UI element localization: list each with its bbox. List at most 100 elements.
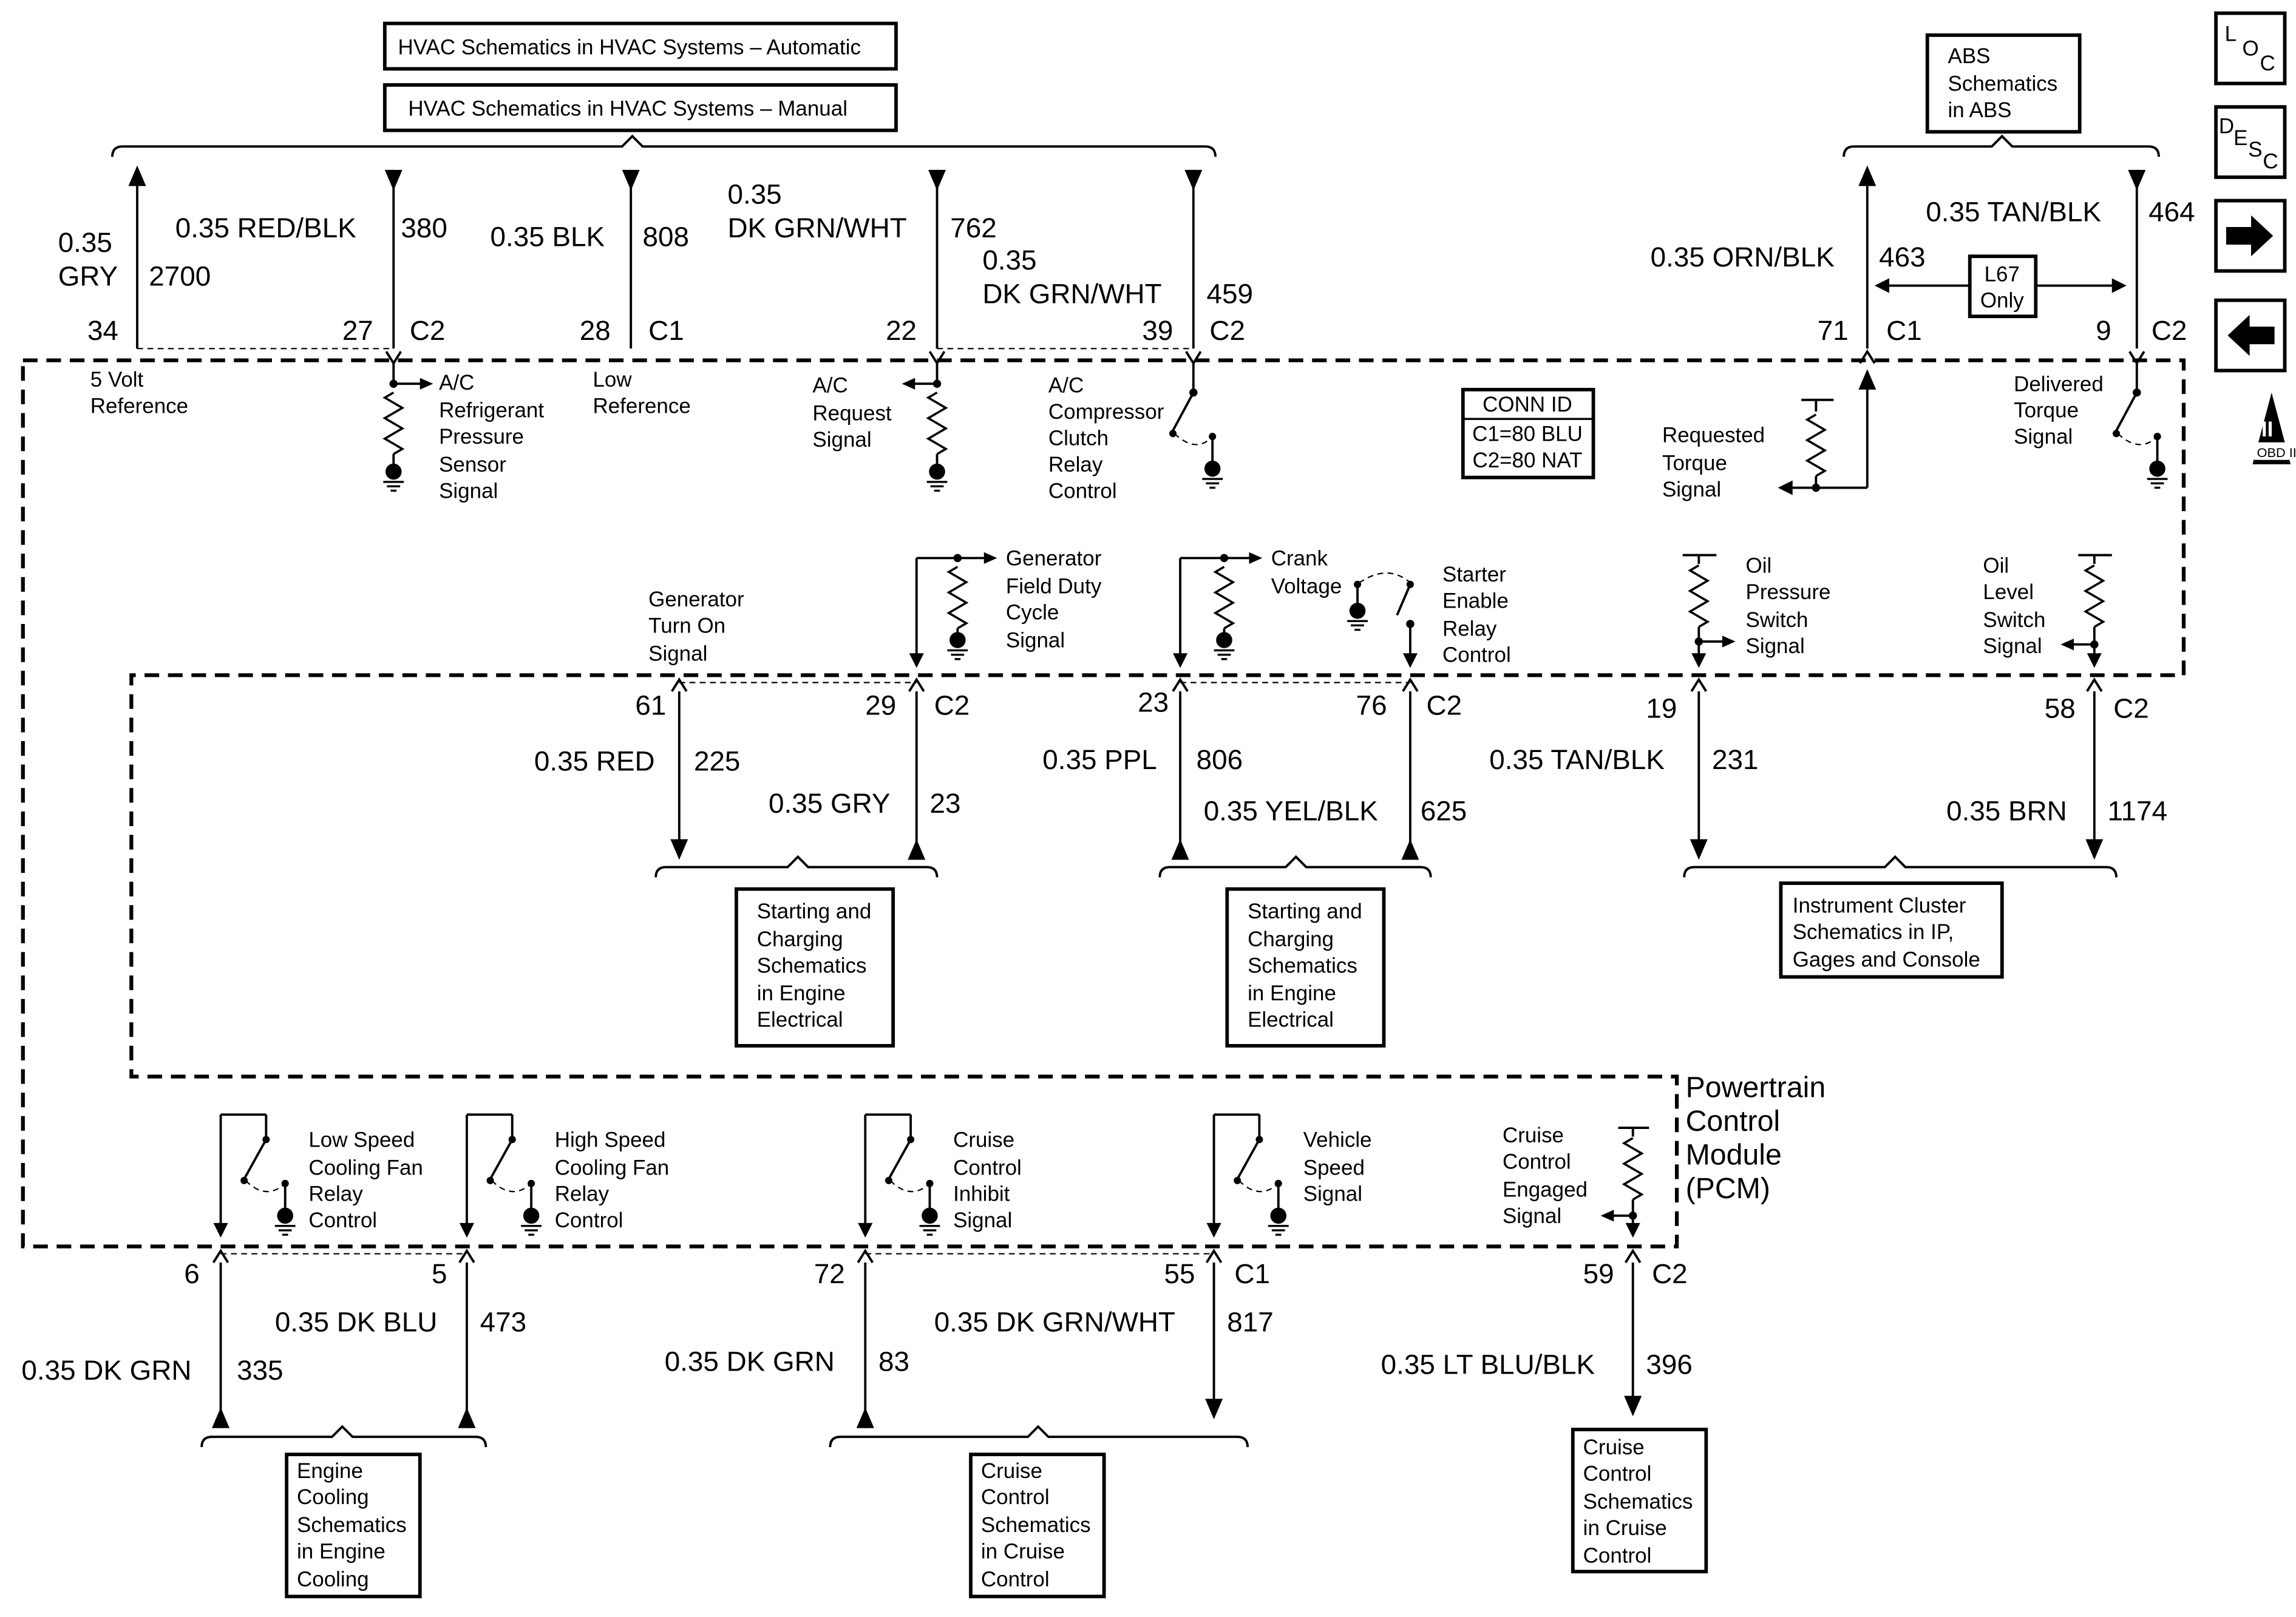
signal-label: Reference	[593, 394, 690, 418]
pin-number: 22	[886, 315, 917, 346]
loc-button[interactable]: L O C	[2214, 11, 2287, 86]
connector-id: C2	[410, 315, 446, 346]
connector-id: C2	[2113, 693, 2149, 724]
ref-line: in Engine	[297, 1539, 385, 1563]
signal-label: Low Speed	[308, 1128, 415, 1151]
conn-id-box: CONN ID C1=80 BLU C2=80 NAT	[1461, 387, 1595, 480]
signal-label: Cycle	[1006, 601, 1059, 625]
pin-number: 9	[2096, 315, 2111, 346]
connector-id: C2	[1426, 690, 1462, 721]
desc-letter-d: D	[2219, 115, 2234, 138]
ref-line: Starting and	[757, 900, 872, 923]
circuit-number: 817	[1227, 1306, 1273, 1337]
wire-spec: 0.35 RED	[534, 745, 655, 776]
signal-label: Cruise	[1503, 1124, 1564, 1147]
circuit-number: 1174	[2108, 795, 2168, 826]
circuit-number: 808	[643, 221, 689, 252]
signal-label: Oil	[1746, 554, 1772, 577]
ref-line: in Cruise	[1583, 1516, 1667, 1540]
next-page-button[interactable]	[2214, 198, 2287, 273]
connector-id: C1	[1886, 315, 1922, 346]
signal-label: Control	[1503, 1150, 1571, 1174]
wire-spec: 0.35 YEL/BLK	[1204, 795, 1379, 826]
pin-number: 61	[635, 690, 666, 721]
pin-number: 19	[1646, 693, 1677, 724]
signal-label: Relay	[308, 1182, 363, 1206]
pin-number: 72	[814, 1258, 845, 1289]
conn-id-c2: C2=80 NAT	[1472, 449, 1582, 472]
wire-spec: 0.35 RED/BLK	[175, 212, 356, 243]
signal-label: Switch	[1746, 608, 1809, 632]
connector-id: C1	[1234, 1258, 1270, 1289]
abs-reference-box[interactable]: ABS Schematics in ABS	[1925, 33, 2082, 134]
abs-ref-line: ABS	[1948, 44, 1991, 68]
connector-id: C2	[1209, 315, 1245, 346]
signal-label: Signal	[812, 428, 871, 452]
signal-label: Delivered	[2014, 372, 2104, 396]
prev-page-button[interactable]	[2214, 298, 2287, 373]
wire-gauge: 0.35	[982, 245, 1036, 276]
ref-line: Schematics	[981, 1513, 1091, 1537]
l67-note-line: Only	[1980, 289, 2024, 313]
hvac-auto-reference-text: HVAC Schematics in HVAC Systems – Automa…	[398, 35, 861, 59]
signal-label: Signal	[1006, 629, 1065, 653]
obd-roman: II	[2261, 418, 2273, 441]
ref-line: in Engine	[757, 981, 846, 1005]
ref-line: Charging	[1248, 927, 1334, 951]
cruise-control-reference-box-1[interactable]: Cruise Control Schematics in Cruise Cont…	[969, 1453, 1106, 1599]
ref-line: Control	[981, 1485, 1050, 1509]
ref-line: Gages and Console	[1793, 948, 1980, 972]
signal-label: Control	[953, 1156, 1022, 1179]
circuit-396: Cruise Control Engaged Signal 59 C2 0.35…	[1381, 1124, 1693, 1417]
cruise-control-reference-box-2[interactable]: Cruise Control Schematics in Cruise Cont…	[1571, 1428, 1708, 1574]
signal-label: Oil	[1983, 554, 2009, 577]
pin-number: 28	[580, 315, 611, 346]
signal-label: 5 Volt	[90, 368, 144, 392]
signal-label: Signal	[1746, 634, 1805, 658]
wire-spec: 0.35 GRY	[769, 788, 890, 819]
abs-ref-line: in ABS	[1948, 98, 2012, 122]
hvac-auto-reference-box[interactable]: HVAC Schematics in HVAC Systems – Automa…	[382, 21, 898, 71]
ref-line: Control	[1583, 1544, 1652, 1568]
starting-charging-reference-box-1[interactable]: Starting and Charging Schematics in Engi…	[735, 887, 895, 1048]
signal-label: Torque	[2014, 399, 2079, 422]
circuit-808: 0.35 BLK 808 28 C1 Low Reference	[491, 169, 691, 418]
signal-label: Turn On	[648, 614, 725, 637]
signal-label: Starter	[1442, 563, 1506, 586]
conn-id-title: CONN ID	[1483, 393, 1572, 416]
obd-ii-button[interactable]: II OBD II	[2252, 392, 2296, 464]
circuit-335: Low Speed Cooling Fan Relay Control 6 0.…	[21, 1113, 423, 1428]
circuit-225: Generator Turn On Signal 61 0.35 RED 225	[534, 588, 744, 860]
loc-letter-o: O	[2243, 37, 2259, 61]
signal-label: Relay	[555, 1182, 610, 1206]
circuit-463: 0.35 ORN/BLK 463 71 C1 Requested Torque …	[1651, 165, 1926, 501]
wire-spec: 0.35 BRN	[1946, 795, 2067, 826]
ref-line: Schematics	[297, 1513, 407, 1537]
starting-charging-reference-box-2[interactable]: Starting and Charging Schematics in Engi…	[1225, 887, 1386, 1048]
signal-label: A/C	[812, 374, 847, 398]
circuit-380: 0.35 RED/BLK 380 27 C2 A/C Refrigerant P…	[175, 169, 544, 503]
circuit-817: Vehicle Speed Signal 55 C1 0.35 DK GRN/W…	[934, 1113, 1372, 1420]
desc-button[interactable]: D E S C	[2214, 105, 2287, 179]
loc-letter-l: L	[2225, 22, 2237, 46]
signal-label: Signal	[1983, 634, 2042, 658]
wire-gauge: 0.35	[727, 178, 781, 209]
connector-id: C1	[648, 315, 684, 346]
signal-label: Control	[308, 1209, 377, 1232]
pin-number: 23	[1138, 687, 1169, 718]
instrument-cluster-reference-box[interactable]: Instrument Cluster Schematics in IP, Gag…	[1779, 881, 2004, 979]
signal-label: Request	[812, 402, 892, 425]
ref-line: Schematics	[1583, 1490, 1693, 1513]
right-arrow-icon	[2226, 215, 2274, 257]
signal-label: Torque	[1662, 452, 1727, 475]
signal-label: Field Duty	[1006, 574, 1102, 598]
engine-cooling-reference-box[interactable]: Engine Cooling Schematics in Engine Cool…	[285, 1453, 422, 1599]
connector-id: C2	[1652, 1258, 1688, 1289]
pcm-name-line: (PCM)	[1686, 1172, 1770, 1205]
hvac-manual-reference-box[interactable]: HVAC Schematics in HVAC Systems – Manual	[382, 83, 898, 132]
left-arrow-icon	[2227, 314, 2275, 356]
signal-label: Engaged	[1503, 1178, 1588, 1201]
signal-label: Voltage	[1271, 574, 1342, 598]
pcm-outline	[21, 358, 2186, 1249]
